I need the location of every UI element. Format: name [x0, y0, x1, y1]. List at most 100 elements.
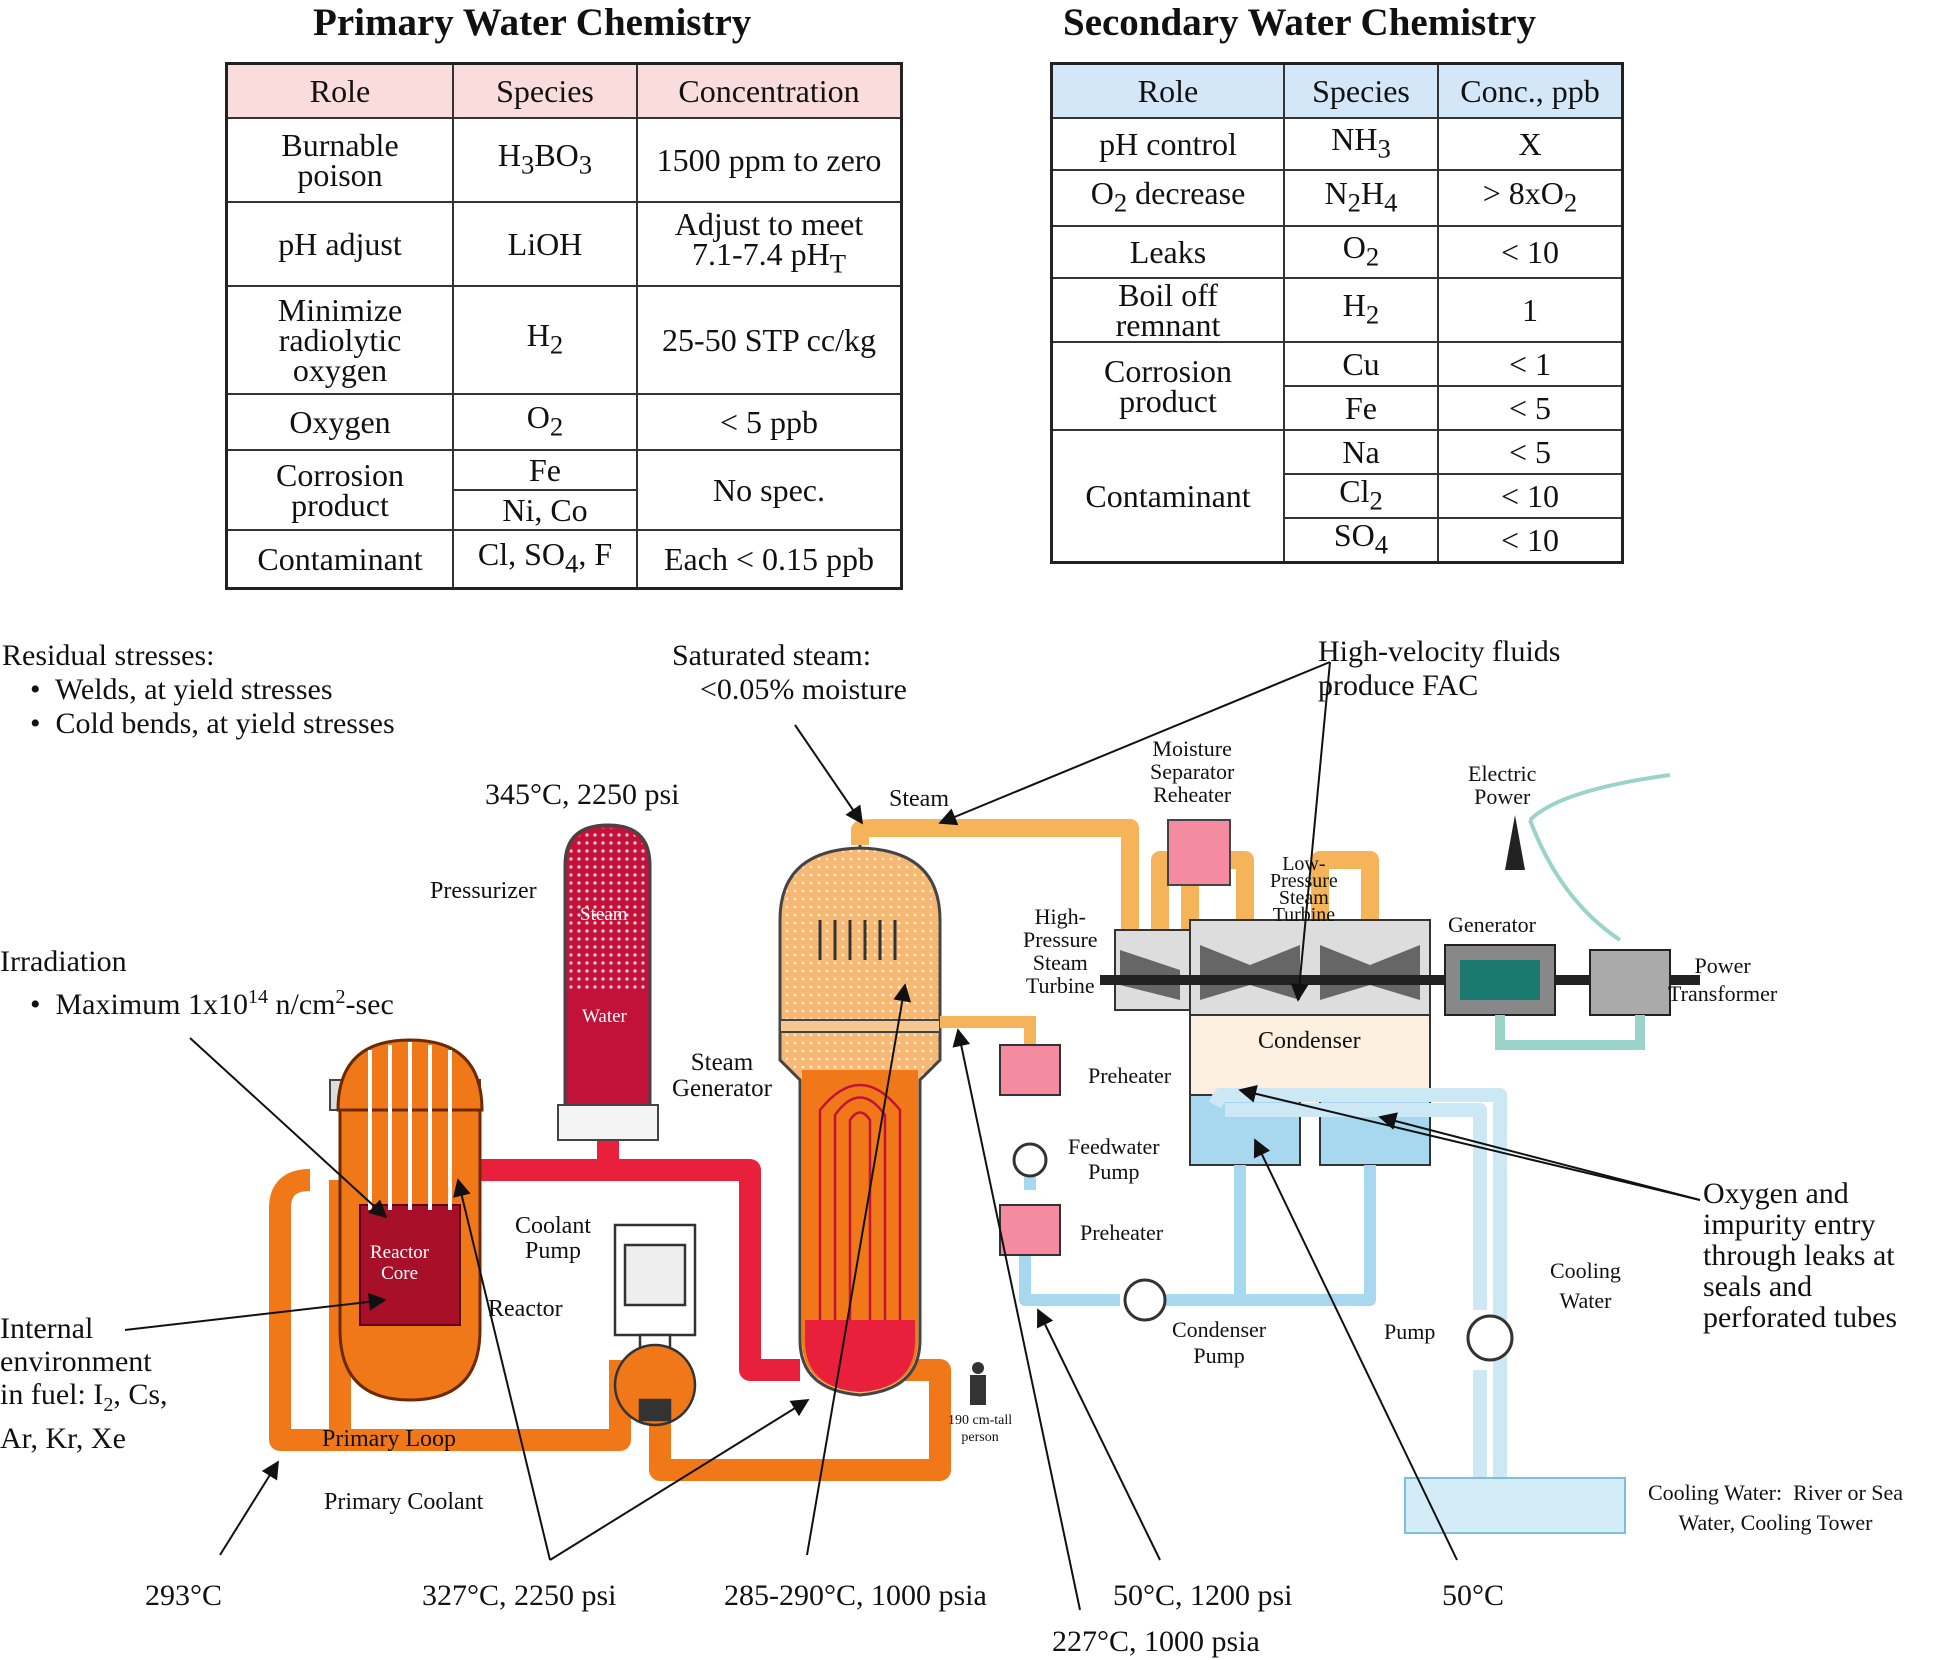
- species-cell: Fe: [452, 449, 638, 491]
- species-cell: N2H4: [1283, 169, 1439, 227]
- fac-label-line-1: High-velocity fluids: [1318, 635, 1561, 668]
- residual-stress-text-1: Welds, at yield stresses: [54, 673, 333, 706]
- concentration-cell: Each < 0.15 ppb: [636, 529, 903, 589]
- generator-label: Generator: [1448, 912, 1536, 937]
- species-cell: Ni, Co: [452, 489, 638, 531]
- temp-327: 327°C, 2250 psi: [422, 1579, 617, 1612]
- oxygen-line-4: seals and: [1703, 1270, 1813, 1303]
- role-cell: Oxygen: [225, 393, 454, 451]
- reactor-label: Reactor: [488, 1296, 563, 1322]
- conc-cell: < 10: [1437, 473, 1624, 519]
- table-row: SO4 < 10: [1052, 517, 1624, 563]
- species-cell: H3BO3: [452, 117, 638, 203]
- annotation-leaders: [124, 661, 1701, 1611]
- species-cell: NH3: [1283, 117, 1439, 171]
- pressurizer-label: Pressurizer: [430, 878, 537, 904]
- cooling-pump-label: Pump: [1384, 1319, 1436, 1344]
- residual-stress-item-1: • Welds, at yield stresses: [30, 673, 333, 706]
- conc-cell: < 5: [1437, 385, 1624, 431]
- role-cell: Leaks: [1050, 225, 1285, 279]
- feedwater-pump-symbol: [1012, 1142, 1048, 1178]
- person-figure: [970, 1362, 986, 1405]
- primary-table-title: Primary Water Chemistry: [313, 1, 752, 44]
- pressurizer-vessel: [557, 823, 659, 1141]
- condenser-pump-symbol: [1123, 1278, 1167, 1322]
- conc-cell: X: [1437, 117, 1624, 171]
- species-cell: O2: [452, 393, 638, 451]
- primary-coolant-label: Primary Coolant: [324, 1489, 484, 1515]
- preheater-box-1: [999, 1044, 1061, 1096]
- concentration-cell: 25-50 STP cc/kg: [636, 285, 903, 395]
- moisture-separator-box: [1167, 819, 1231, 886]
- residual-stress-title: Residual stresses:: [2, 639, 215, 672]
- preheater-label-2: Preheater: [1080, 1220, 1164, 1245]
- oxygen-line-1: Oxygen and: [1703, 1177, 1849, 1210]
- temp-293: 293°C: [145, 1579, 223, 1612]
- condenser-label: Condenser: [1258, 1028, 1361, 1054]
- cooling-pump-symbol: [1466, 1314, 1514, 1362]
- oxygen-impurity-label: Oxygen and impurity entry through leaks …: [1703, 1178, 1897, 1333]
- table-row: Leaks O2 < 10: [1050, 225, 1624, 279]
- table-row: Contaminant Na < 5: [1050, 429, 1624, 563]
- role-cell: pH adjust: [225, 201, 454, 287]
- steam-generator-vessel: [778, 830, 942, 1397]
- pressurizer-water-label: Water: [582, 1006, 627, 1027]
- table-header-row: Role Species Concentration: [225, 62, 903, 119]
- species-cell: O2: [1283, 225, 1439, 279]
- saturated-steam-label: Saturated steam:: [672, 639, 872, 672]
- oxygen-line-3: through leaks at: [1703, 1239, 1895, 1272]
- cooling-water-basin: [1404, 1477, 1626, 1534]
- pressurizer-steam-label: Steam: [580, 904, 628, 925]
- conc-cell: 1: [1437, 277, 1624, 343]
- pressurizer-condition: 345°C, 2250 psi: [485, 778, 680, 811]
- temp-50: 50°C: [1442, 1579, 1505, 1612]
- species-cell: Na: [1283, 429, 1439, 475]
- irradiation-item: • Maximum 1x1014 n/cm2-sec: [30, 986, 394, 1021]
- conc-cell: < 1: [1437, 341, 1624, 387]
- role-cell: Contaminant: [1050, 429, 1285, 563]
- internal-env-line-2: environment: [0, 1345, 152, 1378]
- table-header-row: Role Species Conc., ppb: [1050, 62, 1624, 119]
- secondary-chemistry-table: Role Species Conc., ppb pH control NH3 X…: [1050, 62, 1624, 564]
- role-cell: O2 decrease: [1050, 169, 1285, 227]
- column-header-role: Role: [1050, 62, 1285, 119]
- species-cell: LiOH: [452, 201, 638, 287]
- table-row: pH control NH3 X: [1050, 117, 1624, 171]
- irradiation-title: Irradiation: [0, 945, 127, 978]
- role-cell: Contaminant: [225, 529, 454, 589]
- coolant-pump-body: [613, 1223, 697, 1427]
- species-cell: Cl2: [1283, 473, 1439, 519]
- primary-loop-label: Primary Loop: [322, 1426, 456, 1452]
- internal-env-line-4: Ar, Kr, Xe: [0, 1422, 126, 1455]
- temp-285: 285-290°C, 1000 psia: [724, 1579, 987, 1612]
- fac-label-line-2: produce FAC: [1318, 669, 1479, 702]
- generator-body: [1444, 773, 1671, 1050]
- concentration-cell: 1500 ppm to zero: [636, 117, 903, 203]
- table-row: Ni, Co: [227, 489, 902, 531]
- temp-50-1200: 50°C, 1200 psi: [1113, 1579, 1293, 1612]
- reactor-vessel: [329, 1038, 484, 1402]
- column-header-role: Role: [225, 62, 454, 119]
- column-header-conc: Conc., ppb: [1437, 62, 1624, 119]
- preheater-box-2: [999, 1204, 1061, 1256]
- table-row: Fe < 5: [1052, 385, 1624, 431]
